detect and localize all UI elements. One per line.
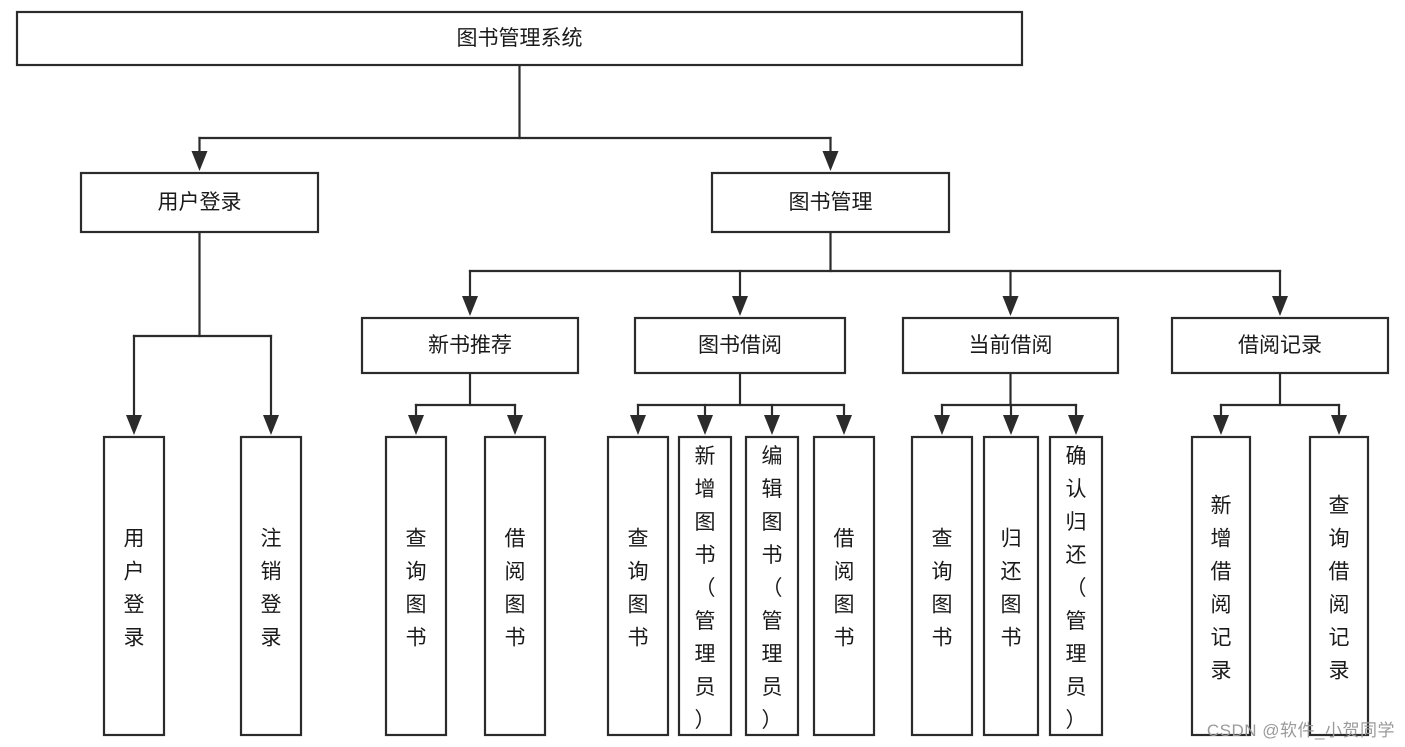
edge-group-new-book-rec <box>408 371 523 435</box>
node-label-leaf-user-login: 用户登录 <box>124 528 145 650</box>
node-label-leaf-borrow-book: 借阅图书 <box>834 528 855 650</box>
node-label-borrow-record: 借阅记录 <box>1238 334 1322 357</box>
node-leaf-user-logout[interactable]: 注销登录 <box>239 435 303 737</box>
edge-group-book-manage <box>462 230 1288 316</box>
arrow-head-icon <box>1331 415 1347 435</box>
node-box-current-borrow[interactable] <box>901 316 1120 375</box>
arrow-head-icon <box>408 415 424 435</box>
node-label-leaf-query-book-rec: 查询图书 <box>406 528 427 650</box>
arrow-head-icon <box>934 415 950 435</box>
node-leaf-borrow-book[interactable]: 借阅图书 <box>812 435 876 737</box>
node-label-user-login: 用户登录 <box>158 191 242 214</box>
node-book-manage[interactable]: 图书管理 <box>710 171 951 234</box>
node-box-borrow-record[interactable] <box>1170 316 1390 375</box>
node-leaf-add-book[interactable]: 新增图书（管理员） <box>677 435 733 737</box>
node-label-leaf-confirm-return: 确认归还（管理员） <box>1066 445 1087 732</box>
node-label-book-borrow: 图书借阅 <box>698 334 782 357</box>
node-label-new-book-rec: 新书推荐 <box>428 334 512 357</box>
arrow-head-icon <box>507 415 523 435</box>
arrow-head-icon <box>263 415 279 435</box>
node-label-leaf-add-book: 新增图书（管理员） <box>695 445 716 732</box>
arrow-head-icon <box>836 415 852 435</box>
node-label-leaf-add-record: 新增借阅记录 <box>1211 495 1232 683</box>
node-leaf-edit-book[interactable]: 编辑图书（管理员） <box>744 435 800 737</box>
node-box-book-borrow[interactable] <box>633 316 847 375</box>
watermark-text: CSDN @软件_小贺同学 <box>1206 721 1395 740</box>
node-book-borrow[interactable]: 图书借阅 <box>633 316 847 375</box>
arrow-head-icon <box>630 415 646 435</box>
arrow-head-icon <box>697 415 713 435</box>
node-box-book-manage[interactable] <box>710 171 951 234</box>
node-box-leaf-confirm-return[interactable] <box>1048 435 1104 737</box>
node-label-leaf-edit-book: 编辑图书（管理员） <box>762 445 783 732</box>
arrow-head-icon <box>1002 296 1019 316</box>
node-box-leaf-user-logout[interactable] <box>239 435 303 737</box>
arrow-head-icon <box>1003 415 1019 435</box>
node-label-current-borrow: 当前借阅 <box>969 334 1053 357</box>
node-box-leaf-return-book[interactable] <box>982 435 1040 737</box>
node-box-new-book-rec[interactable] <box>360 316 580 375</box>
arrow-head-icon <box>462 296 478 316</box>
node-label-leaf-user-logout: 注销登录 <box>261 528 282 650</box>
node-leaf-return-book[interactable]: 归还图书 <box>982 435 1040 737</box>
edge-group-book-borrow <box>630 371 852 435</box>
node-leaf-query-book-rec[interactable]: 查询图书 <box>384 435 448 737</box>
node-current-borrow[interactable]: 当前借阅 <box>901 316 1120 375</box>
node-box-leaf-borrow-book[interactable] <box>812 435 876 737</box>
node-leaf-add-record[interactable]: 新增借阅记录 <box>1190 435 1252 737</box>
edge-group-user-login <box>126 230 279 435</box>
arrow-head-icon <box>191 151 208 171</box>
node-box-user-login[interactable] <box>79 171 320 234</box>
arrow-head-icon <box>126 415 142 435</box>
arrow-head-icon <box>764 415 780 435</box>
node-box-leaf-query-book-borrow[interactable] <box>606 435 670 737</box>
edge-group-current-borrow <box>934 371 1084 435</box>
node-box-leaf-query-record[interactable] <box>1308 435 1370 737</box>
arrow-head-icon <box>1272 296 1288 316</box>
node-user-login[interactable]: 用户登录 <box>79 171 320 234</box>
arrow-head-icon <box>822 151 839 171</box>
node-box-leaf-add-record[interactable] <box>1190 435 1252 737</box>
node-new-book-rec[interactable]: 新书推荐 <box>360 316 580 375</box>
node-label-leaf-query-record: 查询借阅记录 <box>1329 495 1350 683</box>
node-leaf-user-login[interactable]: 用户登录 <box>102 435 166 737</box>
node-box-leaf-user-login[interactable] <box>102 435 166 737</box>
arrow-head-icon <box>1213 415 1229 435</box>
edge-group-borrow-record <box>1213 371 1347 435</box>
node-label-root: 图书管理系统 <box>457 27 583 50</box>
node-box-leaf-add-book[interactable] <box>677 435 733 737</box>
node-label-book-manage: 图书管理 <box>789 191 873 214</box>
node-leaf-query-book-cur[interactable]: 查询图书 <box>910 435 974 737</box>
edge-group-root <box>191 63 839 171</box>
node-box-leaf-query-book-rec[interactable] <box>384 435 448 737</box>
node-box-root[interactable] <box>15 10 1024 67</box>
node-label-leaf-query-book-cur: 查询图书 <box>932 528 953 650</box>
node-label-leaf-return-book: 归还图书 <box>1001 528 1022 650</box>
node-leaf-confirm-return[interactable]: 确认归还（管理员） <box>1048 435 1104 737</box>
node-box-leaf-borrow-book-rec[interactable] <box>483 435 547 737</box>
node-root[interactable]: 图书管理系统 <box>15 10 1024 67</box>
node-leaf-query-record[interactable]: 查询借阅记录 <box>1308 435 1370 737</box>
node-box-leaf-edit-book[interactable] <box>744 435 800 737</box>
node-layer: 图书管理系统用户登录图书管理新书推荐图书借阅当前借阅借阅记录用户登录注销登录查询… <box>15 10 1390 737</box>
node-leaf-borrow-book-rec[interactable]: 借阅图书 <box>483 435 547 737</box>
node-label-leaf-query-book-borrow: 查询图书 <box>628 528 649 650</box>
node-leaf-query-book-borrow[interactable]: 查询图书 <box>606 435 670 737</box>
arrow-head-icon <box>1068 415 1084 435</box>
node-box-leaf-query-book-cur[interactable] <box>910 435 974 737</box>
connector-layer <box>126 63 1347 435</box>
node-label-leaf-borrow-book-rec: 借阅图书 <box>505 528 526 650</box>
node-borrow-record[interactable]: 借阅记录 <box>1170 316 1390 375</box>
arrow-head-icon <box>732 296 748 316</box>
